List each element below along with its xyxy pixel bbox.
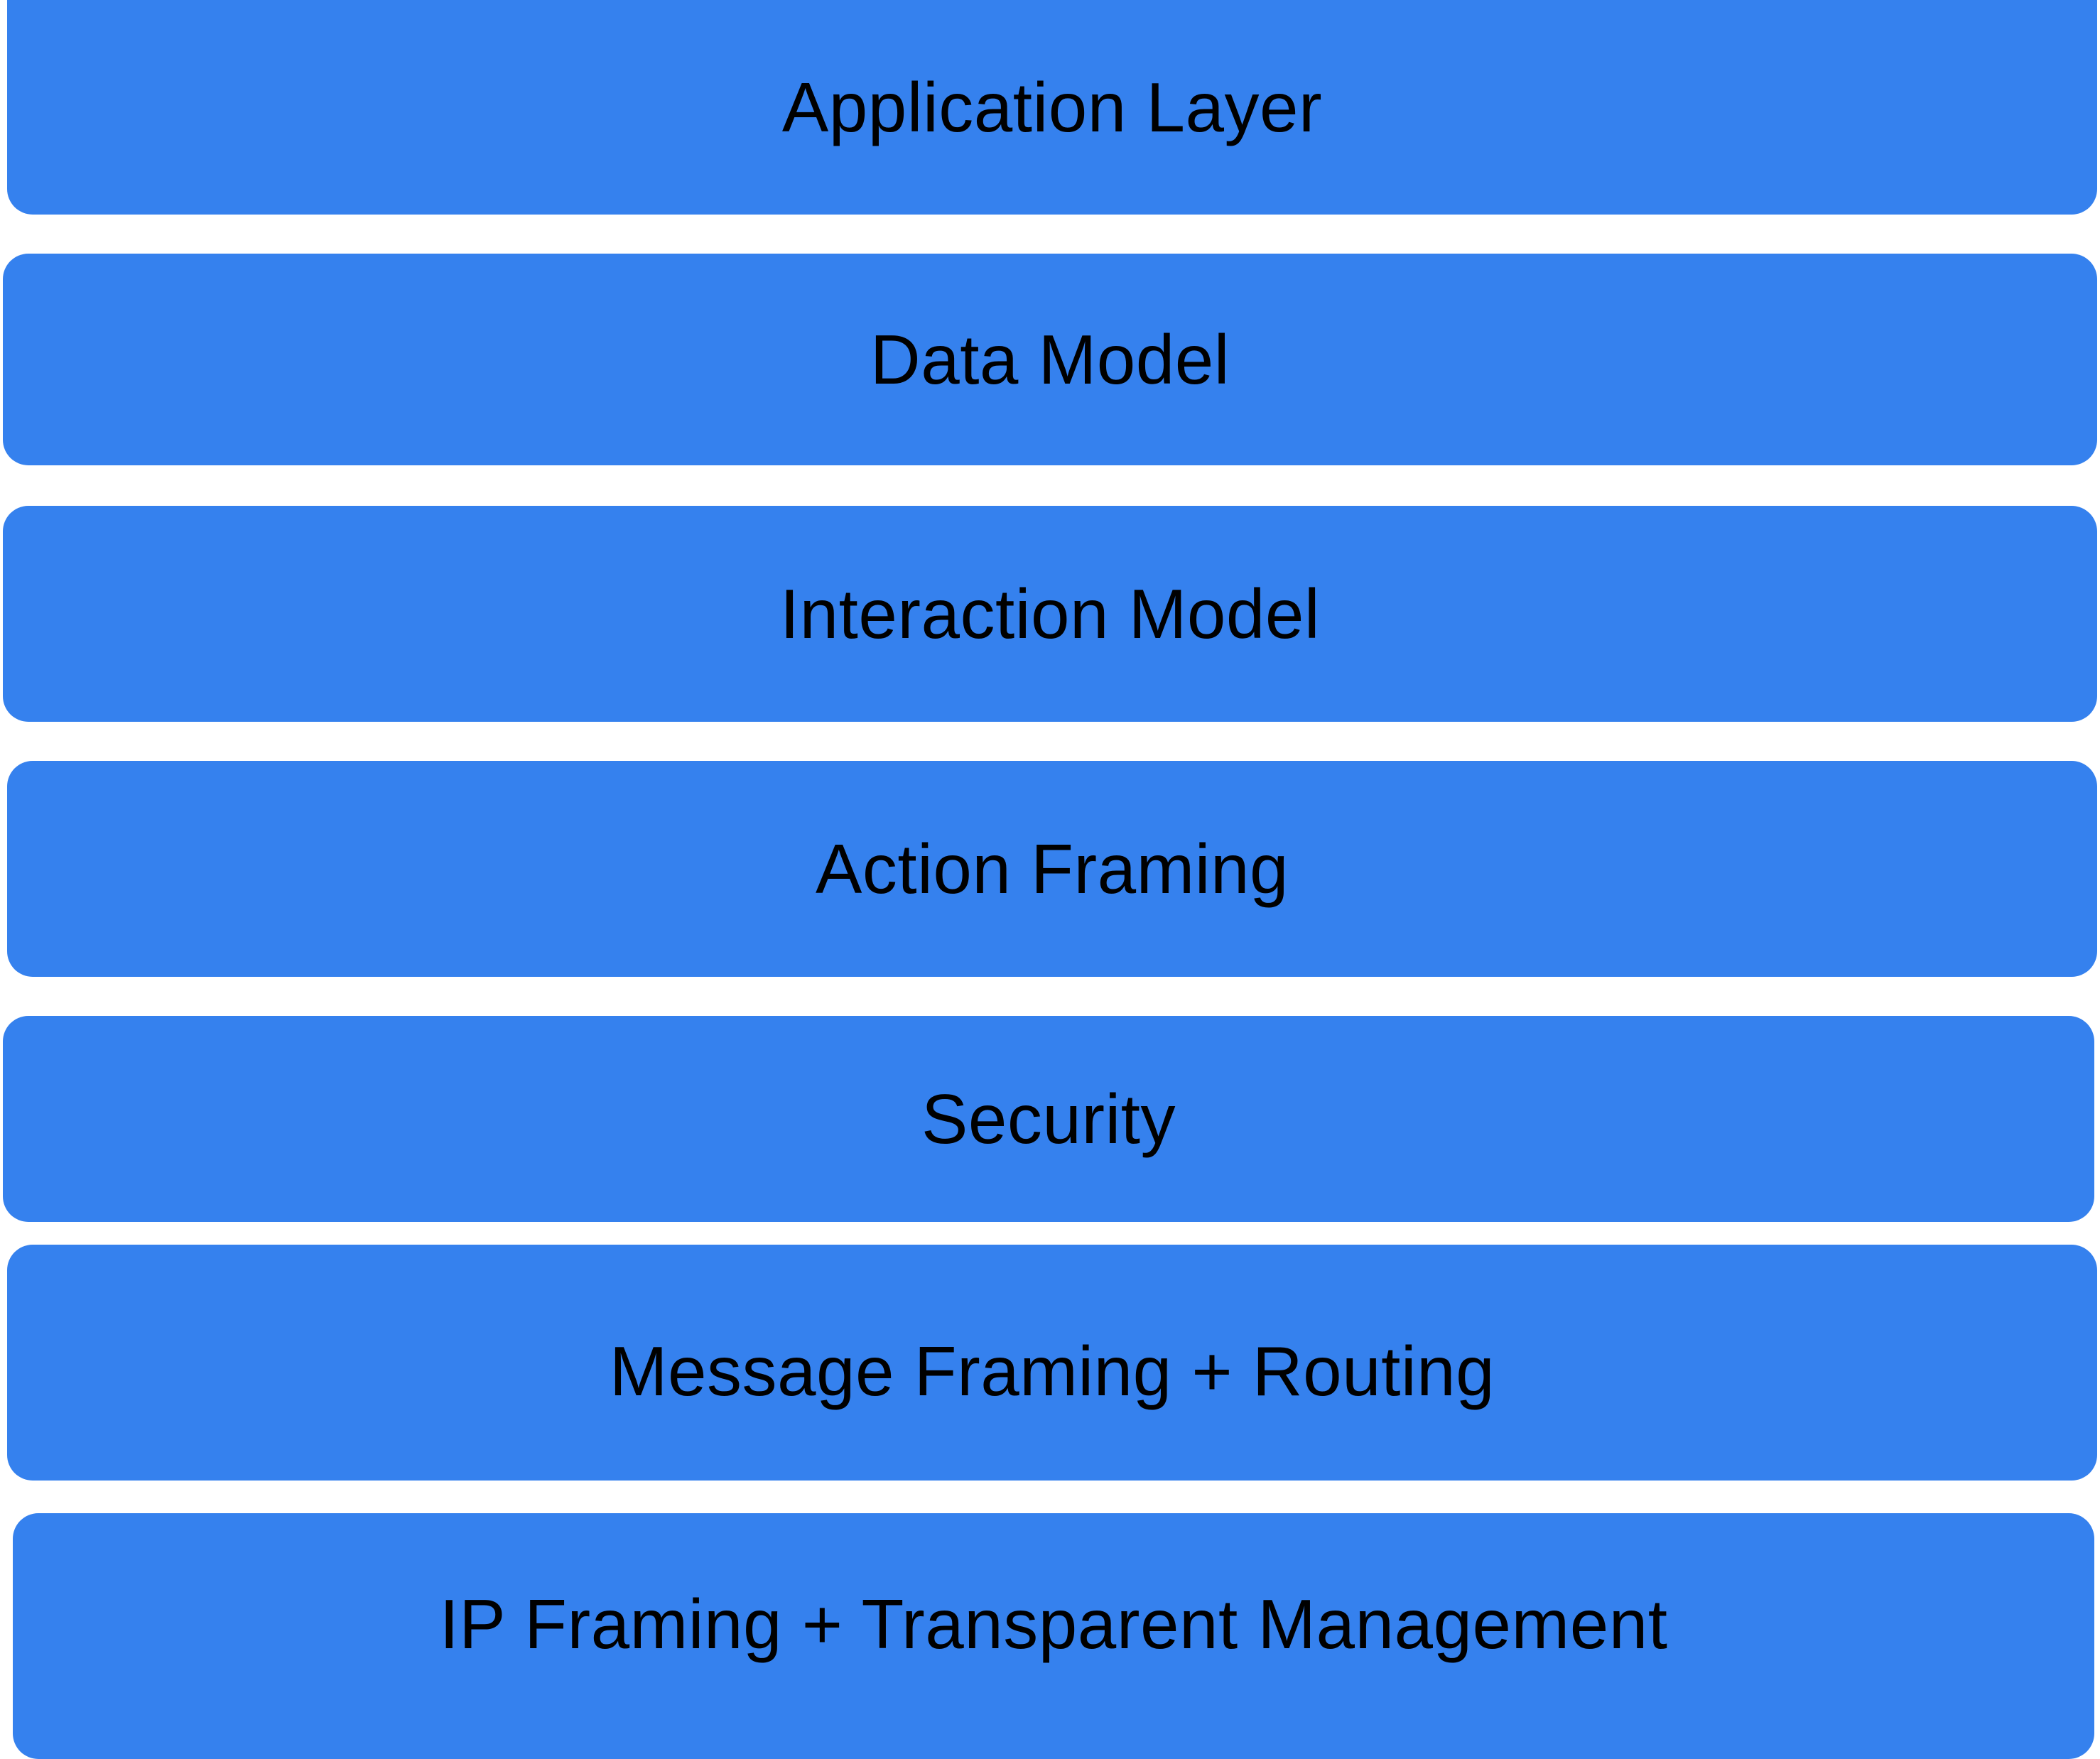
layer-bar-action-framing[interactable]: Action Framing [7,761,2097,977]
layer-label: Message Framing + Routing [609,1332,1495,1410]
layer-bar-security[interactable]: Security [3,1016,2094,1222]
layer-label: Interaction Model [779,575,1321,653]
layer-label: Action Framing [815,830,1289,908]
layer-bar-message-framing-routing[interactable]: Message Framing + Routing [7,1245,2097,1481]
layer-label: Security [921,1080,1176,1158]
layer-label: Application Layer [781,68,1323,146]
layer-bar-data-model[interactable]: Data Model [3,254,2097,465]
layer-label: Data Model [870,320,1230,399]
layer-label: IP Framing + Transparent Management [439,1585,1668,1663]
layer-bar-interaction-model[interactable]: Interaction Model [3,506,2097,722]
layer-bar-ip-framing-transparent-management[interactable]: IP Framing + Transparent Management [13,1513,2094,1759]
layer-bar-application-layer[interactable]: Application Layer [7,0,2097,215]
